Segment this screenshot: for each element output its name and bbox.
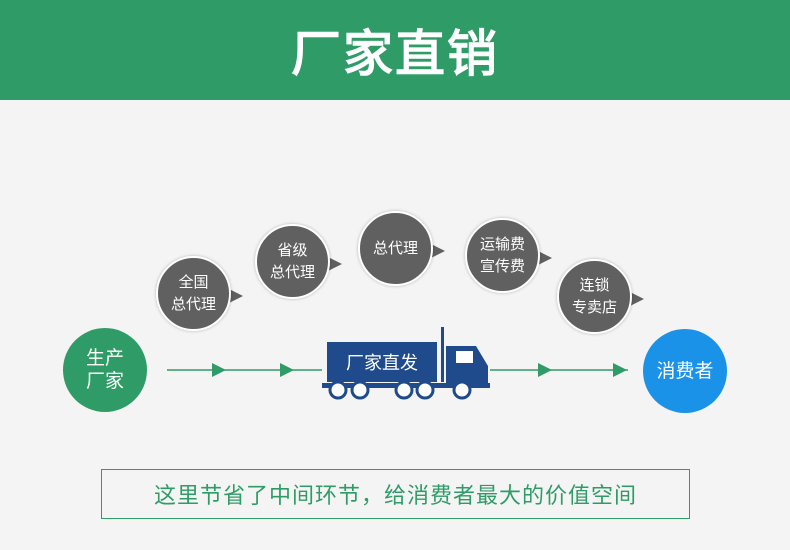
truck-label: 厂家直发: [346, 353, 418, 374]
manufacturer-label: 生产 厂家: [85, 347, 124, 392]
arrow-icon: [280, 363, 294, 377]
savings-note: 这里节省了中间环节，给消费者最大的价值空间: [101, 469, 690, 519]
middleman-bubble: 省级 总代理: [255, 224, 342, 299]
middleman-bubble: 全国 总代理: [156, 256, 243, 331]
header-banner: 厂家直销: [0, 0, 790, 100]
truck-icon: [322, 327, 490, 400]
manufacturer-node: 生产 厂家: [63, 328, 147, 412]
middleman-bubble: 运输费 宣传费: [465, 218, 552, 293]
speech-tail: [227, 288, 243, 304]
middleman-label: 全国 总代理: [170, 272, 216, 313]
page-title: 厂家直销: [291, 25, 499, 83]
speech-tail: [628, 291, 644, 307]
speech-tail: [429, 243, 445, 259]
middleman-bubble: 连锁 专卖店: [557, 259, 644, 334]
middleman-label: 连锁 专卖店: [571, 275, 617, 316]
consumer-label: 消费者: [656, 359, 714, 382]
middleman-bubble: 总代理: [358, 211, 445, 286]
middleman-label: 运输费 宣传费: [479, 234, 525, 275]
middleman-label: 总代理: [372, 238, 418, 257]
savings-note-text: 这里节省了中间环节，给消费者最大的价值空间: [153, 484, 637, 509]
arrow-icon: [613, 363, 627, 377]
arrow-icon: [538, 363, 552, 377]
arrow-icon: [212, 363, 226, 377]
speech-tail: [326, 256, 342, 272]
consumer-node: 消费者: [643, 329, 727, 413]
middleman-label: 省级 总代理: [269, 240, 315, 281]
speech-tail: [536, 250, 552, 266]
